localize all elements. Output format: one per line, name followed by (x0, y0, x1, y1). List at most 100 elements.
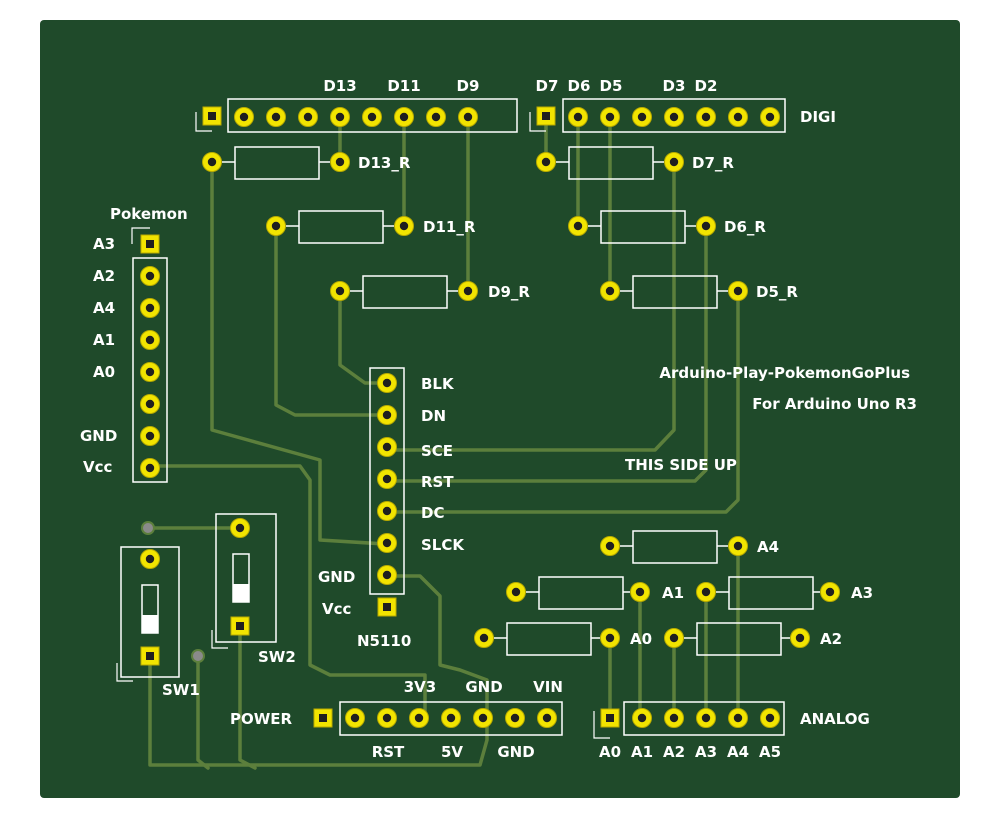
lcd-pin-vcc: Vcc (322, 600, 351, 618)
pad-drill (669, 112, 679, 122)
pokemon-header (131, 227, 168, 483)
label-d7: D7 (536, 77, 559, 95)
analog-header (593, 701, 785, 739)
round-pads (140, 107, 840, 728)
lcd-pin-slck: SLCK (421, 536, 465, 554)
pad-drill (669, 633, 679, 643)
label-d9-r: D9_R (488, 283, 530, 301)
pokemon-pin-a3: A3 (93, 235, 115, 253)
pad-drill (825, 587, 835, 597)
pad-drill (605, 112, 615, 122)
pokemon-pin-a1: A1 (93, 331, 115, 349)
pad-drill (414, 713, 424, 723)
pad-drill (733, 286, 743, 296)
note-project-name: Arduino-Play-PokemonGoPlus (659, 364, 910, 382)
power-label-vin: VIN (533, 678, 563, 696)
label-res-a1: A1 (662, 584, 684, 602)
pad-drill (733, 713, 743, 723)
pad-drill (382, 442, 392, 452)
pad-drill (446, 713, 456, 723)
pad-drill (399, 112, 409, 122)
label-digi: DIGI (800, 108, 836, 126)
power-label-gnd-bottom: GND (497, 743, 534, 761)
pad-drill (605, 633, 615, 643)
pad-drill (207, 157, 217, 167)
pad-drill (145, 367, 155, 377)
label-d6-r: D6_R (724, 218, 766, 236)
pad-drill (765, 713, 775, 723)
label-power: POWER (230, 710, 293, 728)
pad-drill (605, 286, 615, 296)
pad-drill (367, 112, 377, 122)
pad-drill (145, 431, 155, 441)
analog-label-a3: A3 (695, 743, 717, 761)
pokemon-pin-vcc: Vcc (83, 458, 112, 476)
traces (146, 115, 740, 770)
pokemon-pin-gnd: GND (80, 427, 117, 445)
analog-label-a5: A5 (759, 743, 781, 761)
lcd-pin-dc: DC (421, 504, 444, 522)
pad-drill (382, 410, 392, 420)
analog-label-a4: A4 (727, 743, 749, 761)
pad-drill (701, 713, 711, 723)
label-res-a2: A2 (820, 630, 842, 648)
pad-drill (637, 112, 647, 122)
lcd-header (369, 367, 405, 617)
pad-drill (382, 538, 392, 548)
analog-label-a2: A2 (663, 743, 685, 761)
label-d9: D9 (457, 77, 480, 95)
power-label-gnd-top: GND (465, 678, 502, 696)
pad-drill (145, 303, 155, 313)
pad-drill (463, 286, 473, 296)
digital-header-left (195, 98, 518, 133)
via (141, 521, 155, 535)
resistor-bodies (222, 146, 820, 656)
pad-drill (573, 112, 583, 122)
power-label-3v3: 3V3 (404, 678, 436, 696)
pad-drill (145, 399, 155, 409)
pad-drill (635, 587, 645, 597)
label-d5: D5 (600, 77, 623, 95)
pokemon-pin-a4: A4 (93, 299, 115, 317)
pcb-board (40, 20, 960, 798)
label-d13-r: D13_R (358, 154, 411, 172)
label-res-a3: A3 (851, 584, 873, 602)
lcd-pin-dn: DN (421, 407, 446, 425)
pad-drill (145, 463, 155, 473)
analog-label-a0: A0 (599, 743, 621, 761)
pad-drill (541, 157, 551, 167)
pad-drill (573, 221, 583, 231)
pad-drill (145, 554, 155, 564)
lcd-pin-gnd: GND (318, 568, 355, 586)
pad-drill (478, 713, 488, 723)
pad-drill (235, 523, 245, 533)
switch-sw1 (116, 546, 180, 682)
note-this-side-up: THIS SIDE UP (625, 456, 737, 474)
label-pokemon: Pokemon (110, 205, 188, 223)
analog-label-a1: A1 (631, 743, 653, 761)
label-res-a4: A4 (757, 538, 779, 556)
pad-drill (271, 221, 281, 231)
label-analog: ANALOG (800, 710, 870, 728)
pad-drill (382, 474, 392, 484)
pad-drill (605, 541, 615, 551)
pad-drill (382, 506, 392, 516)
switch-sw2 (211, 513, 277, 649)
power-header (313, 701, 563, 736)
label-sw2: SW2 (258, 648, 296, 666)
label-d5-r: D5_R (756, 283, 798, 301)
note-board-target: For Arduino Uno R3 (752, 395, 917, 413)
pokemon-pin-a2: A2 (93, 267, 115, 285)
label-d11: D11 (387, 77, 420, 95)
label-d2: D2 (695, 77, 718, 95)
via (191, 649, 205, 663)
pad-drill (511, 587, 521, 597)
lcd-pin-rst: RST (421, 473, 454, 491)
pad-drill (479, 633, 489, 643)
pad-drill (335, 112, 345, 122)
pad-drill (145, 335, 155, 345)
digital-header-right (529, 98, 786, 133)
pokemon-pin-a0: A0 (93, 363, 115, 381)
pad-drill (271, 112, 281, 122)
